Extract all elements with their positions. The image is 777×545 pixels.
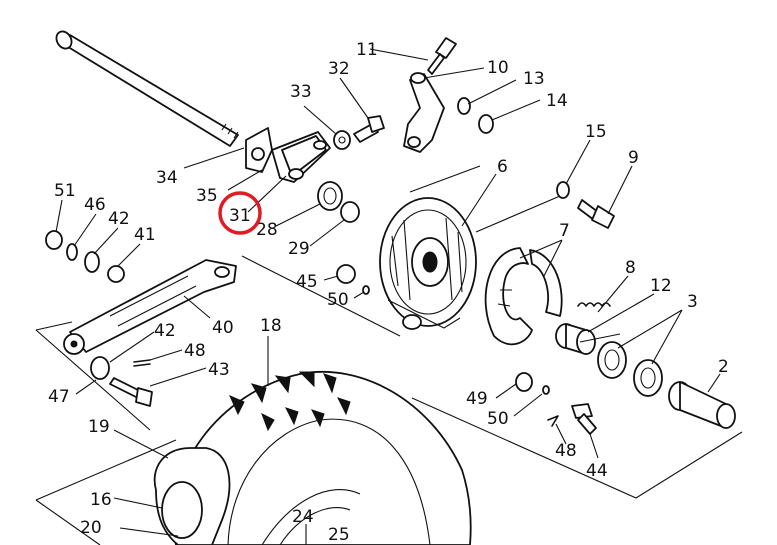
- nut-part-45: [336, 264, 356, 284]
- cotter-pin-part-48a: [133, 359, 151, 367]
- label-50a: 50: [327, 290, 349, 310]
- label-43: 43: [208, 360, 230, 380]
- label-3: 3: [687, 292, 698, 312]
- label-29: 29: [288, 239, 310, 259]
- wheel-rim-part-19: [153, 447, 361, 545]
- bolt-part-44: [571, 403, 597, 435]
- label-42a: 42: [108, 209, 130, 229]
- bolt-part-9: [577, 199, 615, 229]
- clip-part-50b: [542, 385, 550, 395]
- label-48a: 48: [184, 341, 206, 361]
- label-13: 13: [523, 69, 545, 89]
- label-50b: 50: [487, 409, 509, 429]
- clip-part-50a: [362, 285, 370, 295]
- label-25: 25: [328, 525, 350, 545]
- washer-part-14: [478, 114, 494, 134]
- label-14: 14: [546, 91, 568, 111]
- frame-outline-lines: [35, 165, 743, 545]
- label-20: 20: [80, 518, 102, 538]
- label-7: 7: [559, 221, 570, 241]
- collar-part-28: [317, 181, 343, 211]
- label-19: 19: [88, 417, 110, 437]
- label-32: 32: [328, 59, 350, 79]
- label-10: 10: [487, 58, 509, 78]
- label-12: 12: [650, 276, 672, 296]
- spacer-part-2: [668, 381, 736, 429]
- tire-part-18: [172, 370, 472, 545]
- label-35: 35: [196, 186, 218, 206]
- label-15: 15: [585, 122, 607, 142]
- label-2: 2: [718, 357, 729, 377]
- o-ring-part-29: [340, 201, 360, 223]
- bearing-part-3b: [633, 359, 663, 397]
- brake-panel-part-6: [379, 197, 477, 330]
- label-47: 47: [48, 387, 70, 407]
- label-40: 40: [212, 318, 234, 338]
- brake-arm-part-10: [403, 72, 445, 153]
- highlight-circle: [218, 191, 262, 235]
- washer-part-42b: [90, 356, 110, 380]
- nut-part-51: [45, 230, 63, 250]
- chain-adjuster-plates: [245, 127, 331, 183]
- washer-part-42a: [84, 251, 100, 273]
- axle-part-34: [55, 30, 239, 147]
- washer-part-13: [457, 97, 471, 115]
- label-18: 18: [260, 316, 282, 336]
- nut-part-33: [333, 130, 351, 150]
- label-33: 33: [290, 82, 312, 102]
- label-24: 24: [292, 507, 314, 527]
- label-51: 51: [54, 181, 76, 201]
- label-11: 11: [356, 40, 378, 60]
- bolt-part-11: [427, 37, 457, 75]
- label-49: 49: [466, 389, 488, 409]
- bearing-part-3a: [597, 341, 627, 379]
- cotter-pin-part-48b: [547, 415, 559, 427]
- washer-part-15: [556, 181, 570, 199]
- label-46: 46: [84, 195, 106, 215]
- label-34: 34: [156, 168, 178, 188]
- washer-part-46: [66, 243, 78, 261]
- label-48b: 48: [555, 441, 577, 461]
- nut-part-49: [515, 372, 533, 392]
- label-31: 31: [229, 206, 251, 226]
- bolt-part-32: [353, 115, 385, 143]
- label-45: 45: [296, 272, 318, 292]
- label-6: 6: [497, 157, 508, 177]
- label-41: 41: [134, 225, 156, 245]
- bolt-part-43: [109, 377, 153, 407]
- part-number-labels: 11 10 32 33 13 14 15 9 34 35 31 6 28 29 …: [48, 40, 729, 545]
- torque-rod-part-40: [63, 259, 237, 355]
- label-42b: 42: [154, 321, 176, 341]
- label-9: 9: [628, 148, 639, 168]
- label-28: 28: [256, 220, 278, 240]
- leader-lines: [55, 48, 721, 545]
- label-16: 16: [90, 490, 112, 510]
- label-8: 8: [625, 258, 636, 278]
- label-44: 44: [586, 461, 608, 481]
- collar-part-12: [555, 323, 596, 355]
- nut-part-41: [107, 265, 125, 283]
- brake-shoes-part-7: [484, 247, 563, 346]
